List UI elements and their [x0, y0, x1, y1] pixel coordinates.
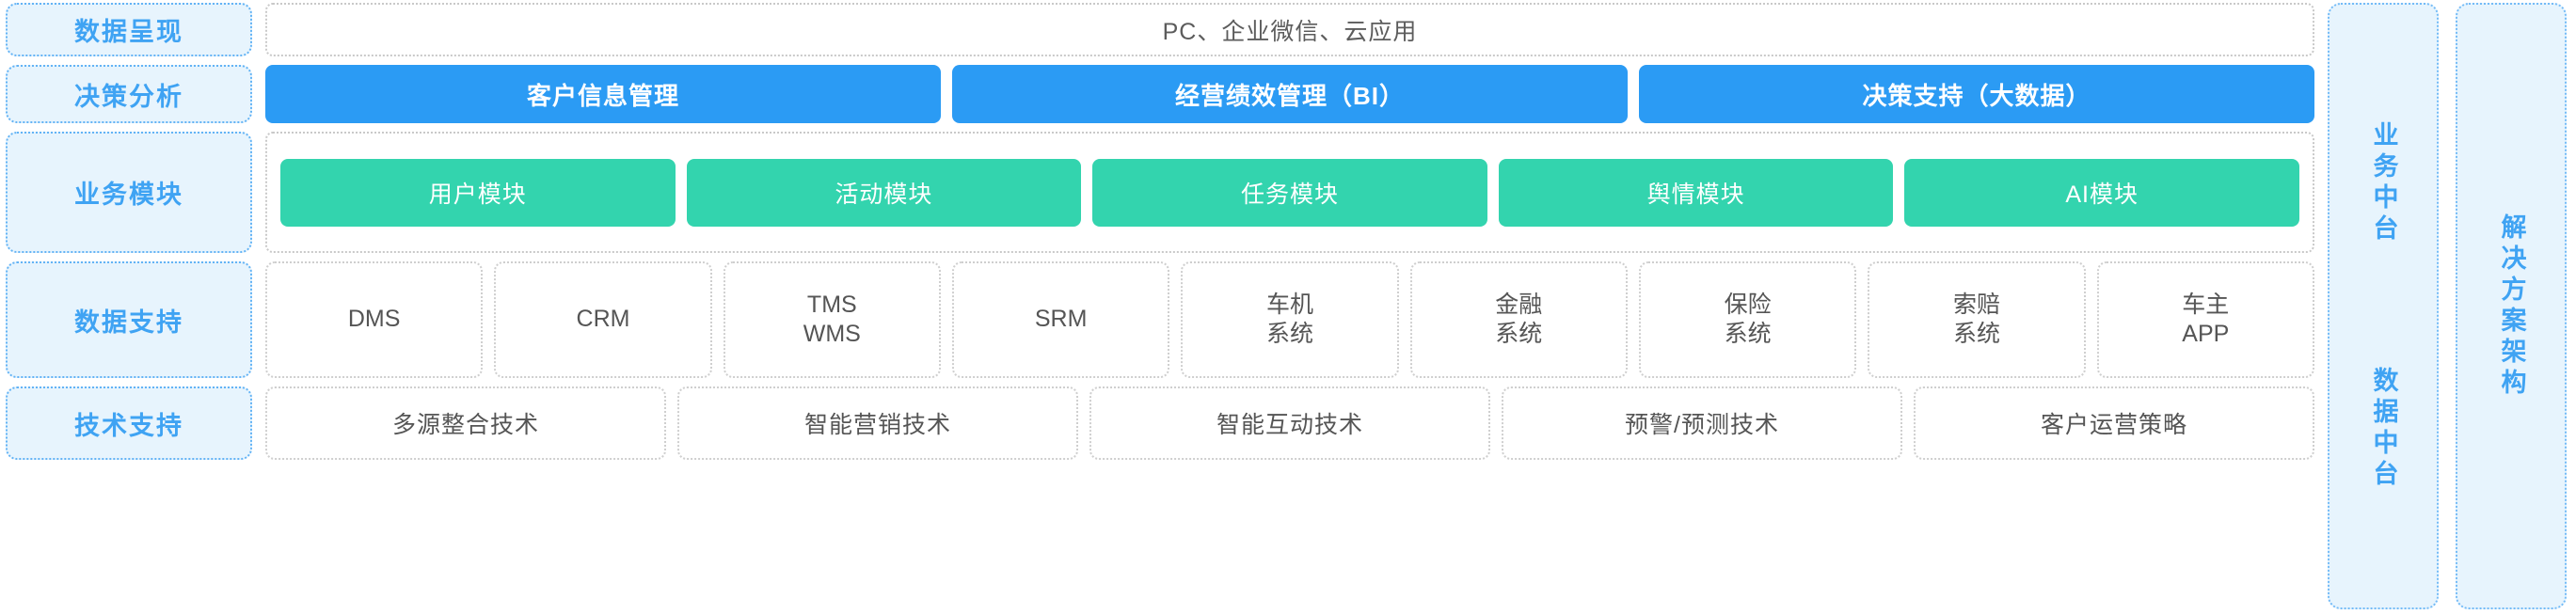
system-box-telematics[interactable]: 车机 系统	[1181, 261, 1399, 378]
decision-card-label: 经营绩效管理（BI）	[1174, 81, 1405, 110]
tech-box-smart-interaction[interactable]: 智能互动技术	[1089, 386, 1490, 460]
layer-label-text: 数据支持	[74, 308, 183, 337]
tech-support-group: 多源整合技术 智能营销技术 智能互动技术 预警/预测技术 客户运营策略	[265, 386, 2314, 460]
module-card-sentiment[interactable]: 舆情模块	[1498, 158, 1894, 227]
module-card-label: 任务模块	[1240, 181, 1339, 208]
system-box-line2: 系统	[1265, 321, 1313, 347]
system-box-line1: 金融	[1495, 291, 1543, 318]
row-business-modules: 用户模块 活动模块 任务模块 舆情模块 AI模块	[265, 132, 2314, 253]
system-box-owner-app[interactable]: 车主 APP	[2096, 261, 2314, 378]
system-box-srm[interactable]: SRM	[951, 261, 1170, 378]
layer-label-modules: 业务模块	[6, 132, 252, 253]
system-box-line1: 保险	[1724, 291, 1772, 318]
business-middle-office-label: 业务中台	[2369, 121, 2398, 246]
row-presentation: PC、企业微信、云应用	[265, 3, 2314, 56]
system-box-line1: 车机	[1265, 291, 1313, 318]
module-card-label: 舆情模块	[1646, 181, 1745, 208]
row-decision-analysis: 客户信息管理 经营绩效管理（BI） 决策支持（大数据）	[265, 65, 2314, 123]
module-card-task[interactable]: 任务模块	[1092, 158, 1487, 227]
system-box-claims[interactable]: 索赔 系统	[1868, 261, 2086, 378]
decision-card-label: 客户信息管理	[526, 81, 679, 110]
row-tech-support: 多源整合技术 智能营销技术 智能互动技术 预警/预测技术 客户运营策略	[265, 386, 2314, 460]
module-card-ai[interactable]: AI模块	[1904, 158, 2299, 227]
tech-box-label: 多源整合技术	[391, 412, 539, 438]
tech-box-label: 智能互动技术	[1216, 412, 1363, 438]
system-box-finance[interactable]: 金融 系统	[1409, 261, 1628, 378]
module-card-user[interactable]: 用户模块	[280, 158, 676, 227]
decision-card-customer-info[interactable]: 客户信息管理	[265, 65, 941, 123]
tech-box-label: 智能营销技术	[803, 412, 951, 438]
system-box-line2: WMS	[803, 321, 861, 347]
solution-architecture-panel: 解决方案架构	[2456, 3, 2567, 609]
data-support-group: DMS CRM TMS WMS SRM 车机 系统	[265, 261, 2314, 378]
system-box-line2: 系统	[1495, 321, 1543, 347]
module-card-label: 用户模块	[428, 181, 527, 208]
data-middle-office-label: 数据中台	[2369, 366, 2398, 491]
layer-label-text: 技术支持	[74, 411, 183, 440]
tech-box-smart-marketing[interactable]: 智能营销技术	[677, 386, 1078, 460]
system-box-dms[interactable]: DMS	[265, 261, 484, 378]
system-box-tms-wms[interactable]: TMS WMS	[723, 261, 941, 378]
solution-architecture-column: 解决方案架构	[2456, 0, 2567, 615]
system-box-line2: 系统	[1952, 321, 2000, 347]
tech-box-label: 预警/预测技术	[1625, 412, 1779, 438]
system-box-crm[interactable]: CRM	[494, 261, 712, 378]
layer-label-text: 决策分析	[74, 82, 183, 111]
presentation-channels-text: PC、企业微信、云应用	[1162, 18, 1418, 45]
middle-office-panel: 业务中台 数据中台	[2328, 3, 2439, 609]
tech-box-multi-source-integration[interactable]: 多源整合技术	[265, 386, 666, 460]
system-box-line2: APP	[2182, 321, 2230, 347]
middle-office-column: 业务中台 数据中台	[2328, 0, 2439, 615]
layer-label-text: 数据呈现	[74, 18, 183, 46]
layer-content-column: PC、企业微信、云应用 客户信息管理 经营绩效管理（BI） 决策支持（大数据）	[265, 0, 2328, 615]
module-card-label: 活动模块	[835, 181, 933, 208]
system-box-line1: TMS	[806, 291, 857, 318]
row-data-support: DMS CRM TMS WMS SRM 车机 系统	[265, 261, 2314, 378]
layer-label-column: 数据呈现 决策分析 业务模块 数据支持 技术支持	[0, 0, 265, 615]
business-module-panel: 用户模块 活动模块 任务模块 舆情模块 AI模块	[265, 132, 2314, 253]
module-card-activity[interactable]: 活动模块	[686, 158, 1082, 227]
system-box-line2: 系统	[1724, 321, 1772, 347]
decision-card-group: 客户信息管理 经营绩效管理（BI） 决策支持（大数据）	[265, 65, 2314, 123]
decision-card-big-data[interactable]: 决策支持（大数据）	[1639, 65, 2314, 123]
decision-card-performance-bi[interactable]: 经营绩效管理（BI）	[952, 65, 1628, 123]
layer-label-data-support: 数据支持	[6, 261, 252, 378]
solution-architecture-label: 解决方案架构	[2497, 213, 2526, 400]
system-box-line1: DMS	[347, 306, 401, 333]
tech-box-customer-operation-strategy[interactable]: 客户运营策略	[1914, 386, 2314, 460]
presentation-panel: PC、企业微信、云应用	[265, 3, 2314, 56]
tech-box-alert-prediction[interactable]: 预警/预测技术	[1502, 386, 1902, 460]
system-box-line1: 车主	[2182, 291, 2230, 318]
layer-label-presentation: 数据呈现	[6, 3, 252, 56]
system-box-insurance[interactable]: 保险 系统	[1638, 261, 1857, 378]
layer-label-text: 业务模块	[74, 181, 183, 209]
system-box-line1: SRM	[1034, 306, 1088, 333]
decision-card-label: 决策支持（大数据）	[1862, 81, 2091, 110]
layer-label-tech-support: 技术支持	[6, 386, 252, 460]
tech-box-label: 客户运营策略	[2040, 412, 2187, 438]
layer-label-decision: 决策分析	[6, 65, 252, 123]
module-card-label: AI模块	[2065, 181, 2139, 208]
system-box-line1: CRM	[576, 306, 630, 333]
system-box-line1: 索赔	[1952, 291, 2000, 318]
